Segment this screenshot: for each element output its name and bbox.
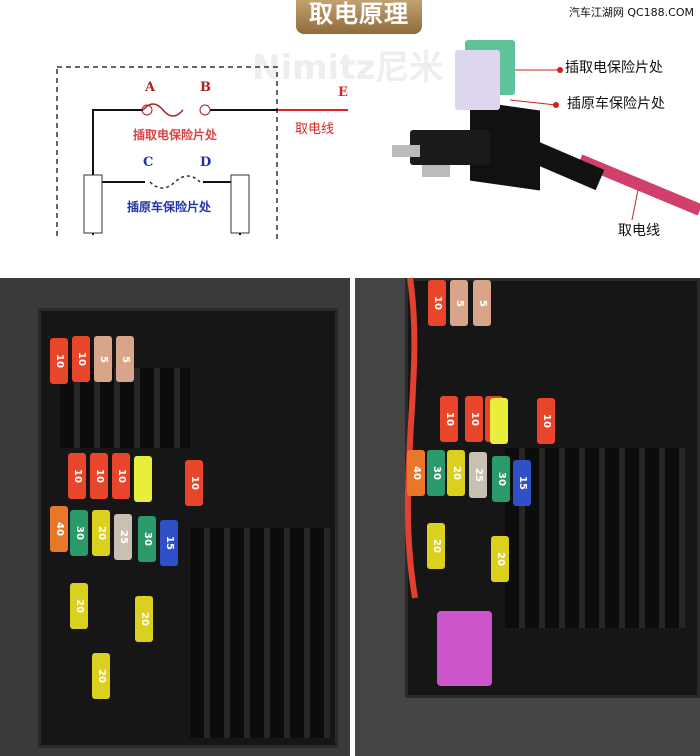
fuse: 10 [537, 398, 555, 444]
fuse: 5 [116, 336, 134, 382]
fuse: 5 [473, 280, 491, 326]
site-watermark: 汽车江湖网 QC188.COM [568, 6, 694, 19]
point-d: D [200, 155, 212, 170]
fuse: 10 [72, 336, 90, 382]
fuse-tap-adapter [437, 611, 492, 686]
point-e: E [338, 85, 348, 100]
fuse: 15 [160, 520, 178, 566]
fuse: 20 [70, 583, 88, 629]
fuse: 20 [92, 510, 110, 556]
point-b: B [200, 80, 211, 95]
fuse: 10 [185, 460, 203, 506]
fuse: 20 [92, 653, 110, 699]
orig-fuse-label: 插原车保险片处 [127, 200, 212, 214]
title-banner: 取电原理 [296, 0, 422, 34]
fuse: 30 [492, 456, 510, 502]
red-wire [404, 278, 418, 599]
fuse: 10 [465, 396, 483, 442]
fuse: 30 [138, 516, 156, 562]
fuse: 20 [491, 536, 509, 582]
fuse: 5 [450, 280, 468, 326]
fuse: 10 [90, 453, 108, 499]
fuse: 40 [407, 450, 425, 496]
fuse: 40 [50, 506, 68, 552]
circuit-diagram [56, 66, 348, 240]
point-a: A [145, 80, 156, 95]
fuse: 10 [112, 453, 130, 499]
fuse: 20 [427, 523, 445, 569]
fuse [490, 398, 508, 444]
fuse: 30 [70, 510, 88, 556]
brand-watermark: Nimitz尼米 [252, 48, 444, 88]
power-wire-label: 取电线 [295, 122, 335, 137]
product-power-wire-label: 取电线 [618, 223, 660, 239]
fuse: 20 [135, 596, 153, 642]
fuse: 10 [68, 453, 86, 499]
product-orig-fuse-label: 插原车保险片处 [567, 96, 665, 112]
fuse: 5 [94, 336, 112, 382]
add-fuse-label: 插取电保险片处 [133, 128, 218, 142]
fuse: 10 [428, 280, 446, 326]
fuse: 20 [447, 450, 465, 496]
fuse: 30 [427, 450, 445, 496]
fuse [134, 456, 152, 502]
fuse: 25 [114, 514, 132, 560]
point-c: C [143, 155, 154, 170]
fuse: 25 [469, 452, 487, 498]
fuse-tap-adapter-image [392, 40, 700, 221]
fuse: 10 [50, 338, 68, 384]
fuse: 10 [440, 396, 458, 442]
fuse: 15 [513, 460, 531, 506]
product-add-fuse-label: 插取电保险片处 [565, 60, 663, 76]
